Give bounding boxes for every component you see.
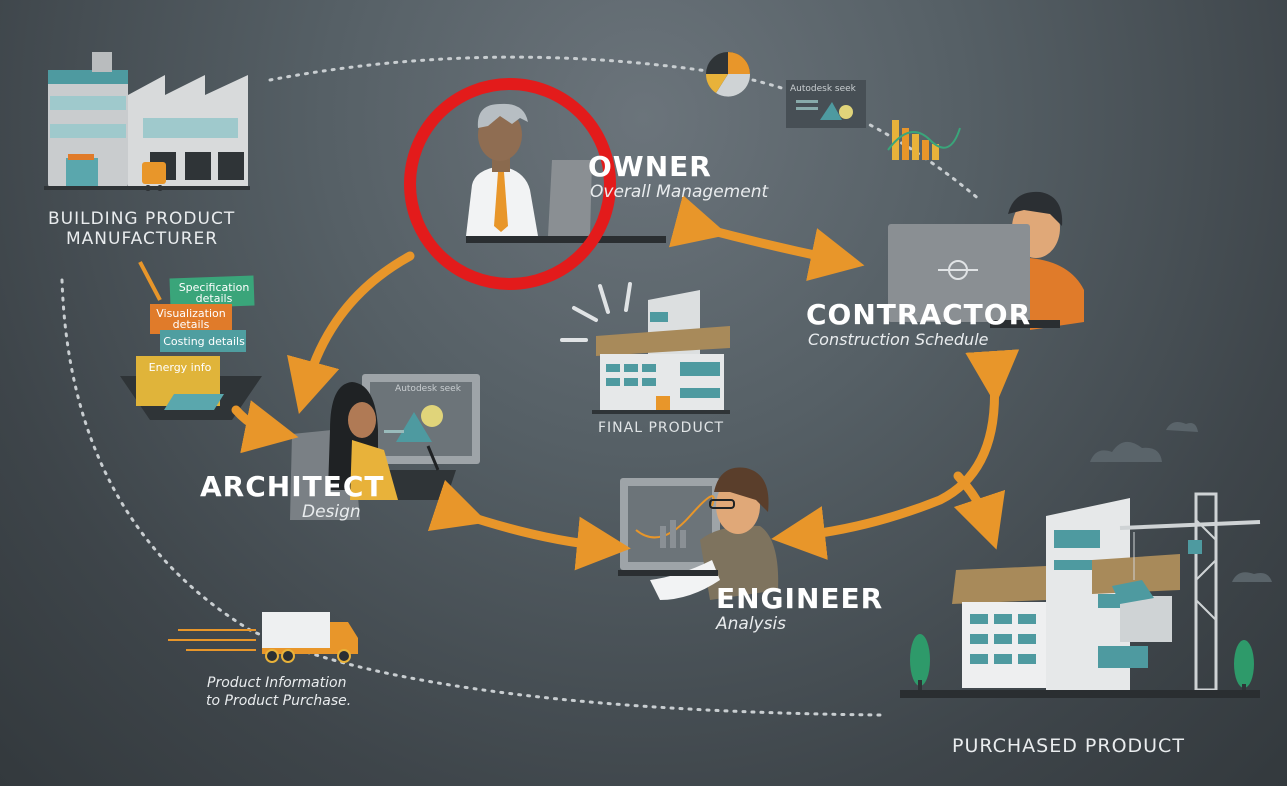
- final-product-label: FINAL PRODUCT: [598, 420, 725, 436]
- architect-label: ARCHITECT: [200, 470, 385, 503]
- dotted-path-top: [268, 55, 982, 202]
- purchased-product-building: [900, 422, 1272, 698]
- card-energy: Energy info: [148, 361, 212, 374]
- bar-chart-icon: [887, 120, 961, 160]
- owner-figure: [466, 103, 666, 243]
- owner-label: OWNER: [588, 150, 712, 183]
- engineer-figure: [618, 467, 779, 600]
- manufacturer-label-line2: MANUFACTURER: [66, 229, 219, 249]
- seek-card-icon: [786, 80, 866, 128]
- card-visualization: Visualization details: [156, 307, 226, 331]
- product-info-line1: Product Information: [207, 675, 347, 691]
- card-costing: Costing details: [163, 335, 245, 348]
- truck-icon: [168, 612, 358, 663]
- tree-icon: [1234, 640, 1254, 696]
- factory-icon: [44, 52, 250, 191]
- highlight-circle: [404, 78, 616, 290]
- engineer-sublabel: Analysis: [716, 614, 787, 634]
- contractor-sublabel: Construction Schedule: [808, 330, 989, 349]
- seek-monitor-label: Autodesk seek: [395, 384, 461, 394]
- purchased-product-label: PURCHASED PRODUCT: [952, 735, 1185, 757]
- contractor-label: CONTRACTOR: [806, 298, 1032, 331]
- pie-chart-icon: [705, 52, 751, 97]
- final-product-building: [560, 282, 730, 414]
- seek-card-label: Autodesk seek: [790, 84, 856, 94]
- architect-sublabel: Design: [302, 502, 361, 522]
- manufacturer-label-line1: BUILDING PRODUCT: [48, 209, 236, 229]
- contractor-figure: [888, 191, 1084, 330]
- owner-sublabel: Overall Management: [590, 182, 769, 202]
- tree-icon: [910, 634, 930, 694]
- engineer-label: ENGINEER: [716, 582, 884, 615]
- info-cards: [120, 261, 262, 420]
- flow-arrows: [231, 194, 1020, 571]
- architect-figure: [290, 374, 480, 520]
- product-info-line2: to Product Purchase.: [206, 693, 352, 709]
- card-specification: Specification details: [178, 281, 250, 305]
